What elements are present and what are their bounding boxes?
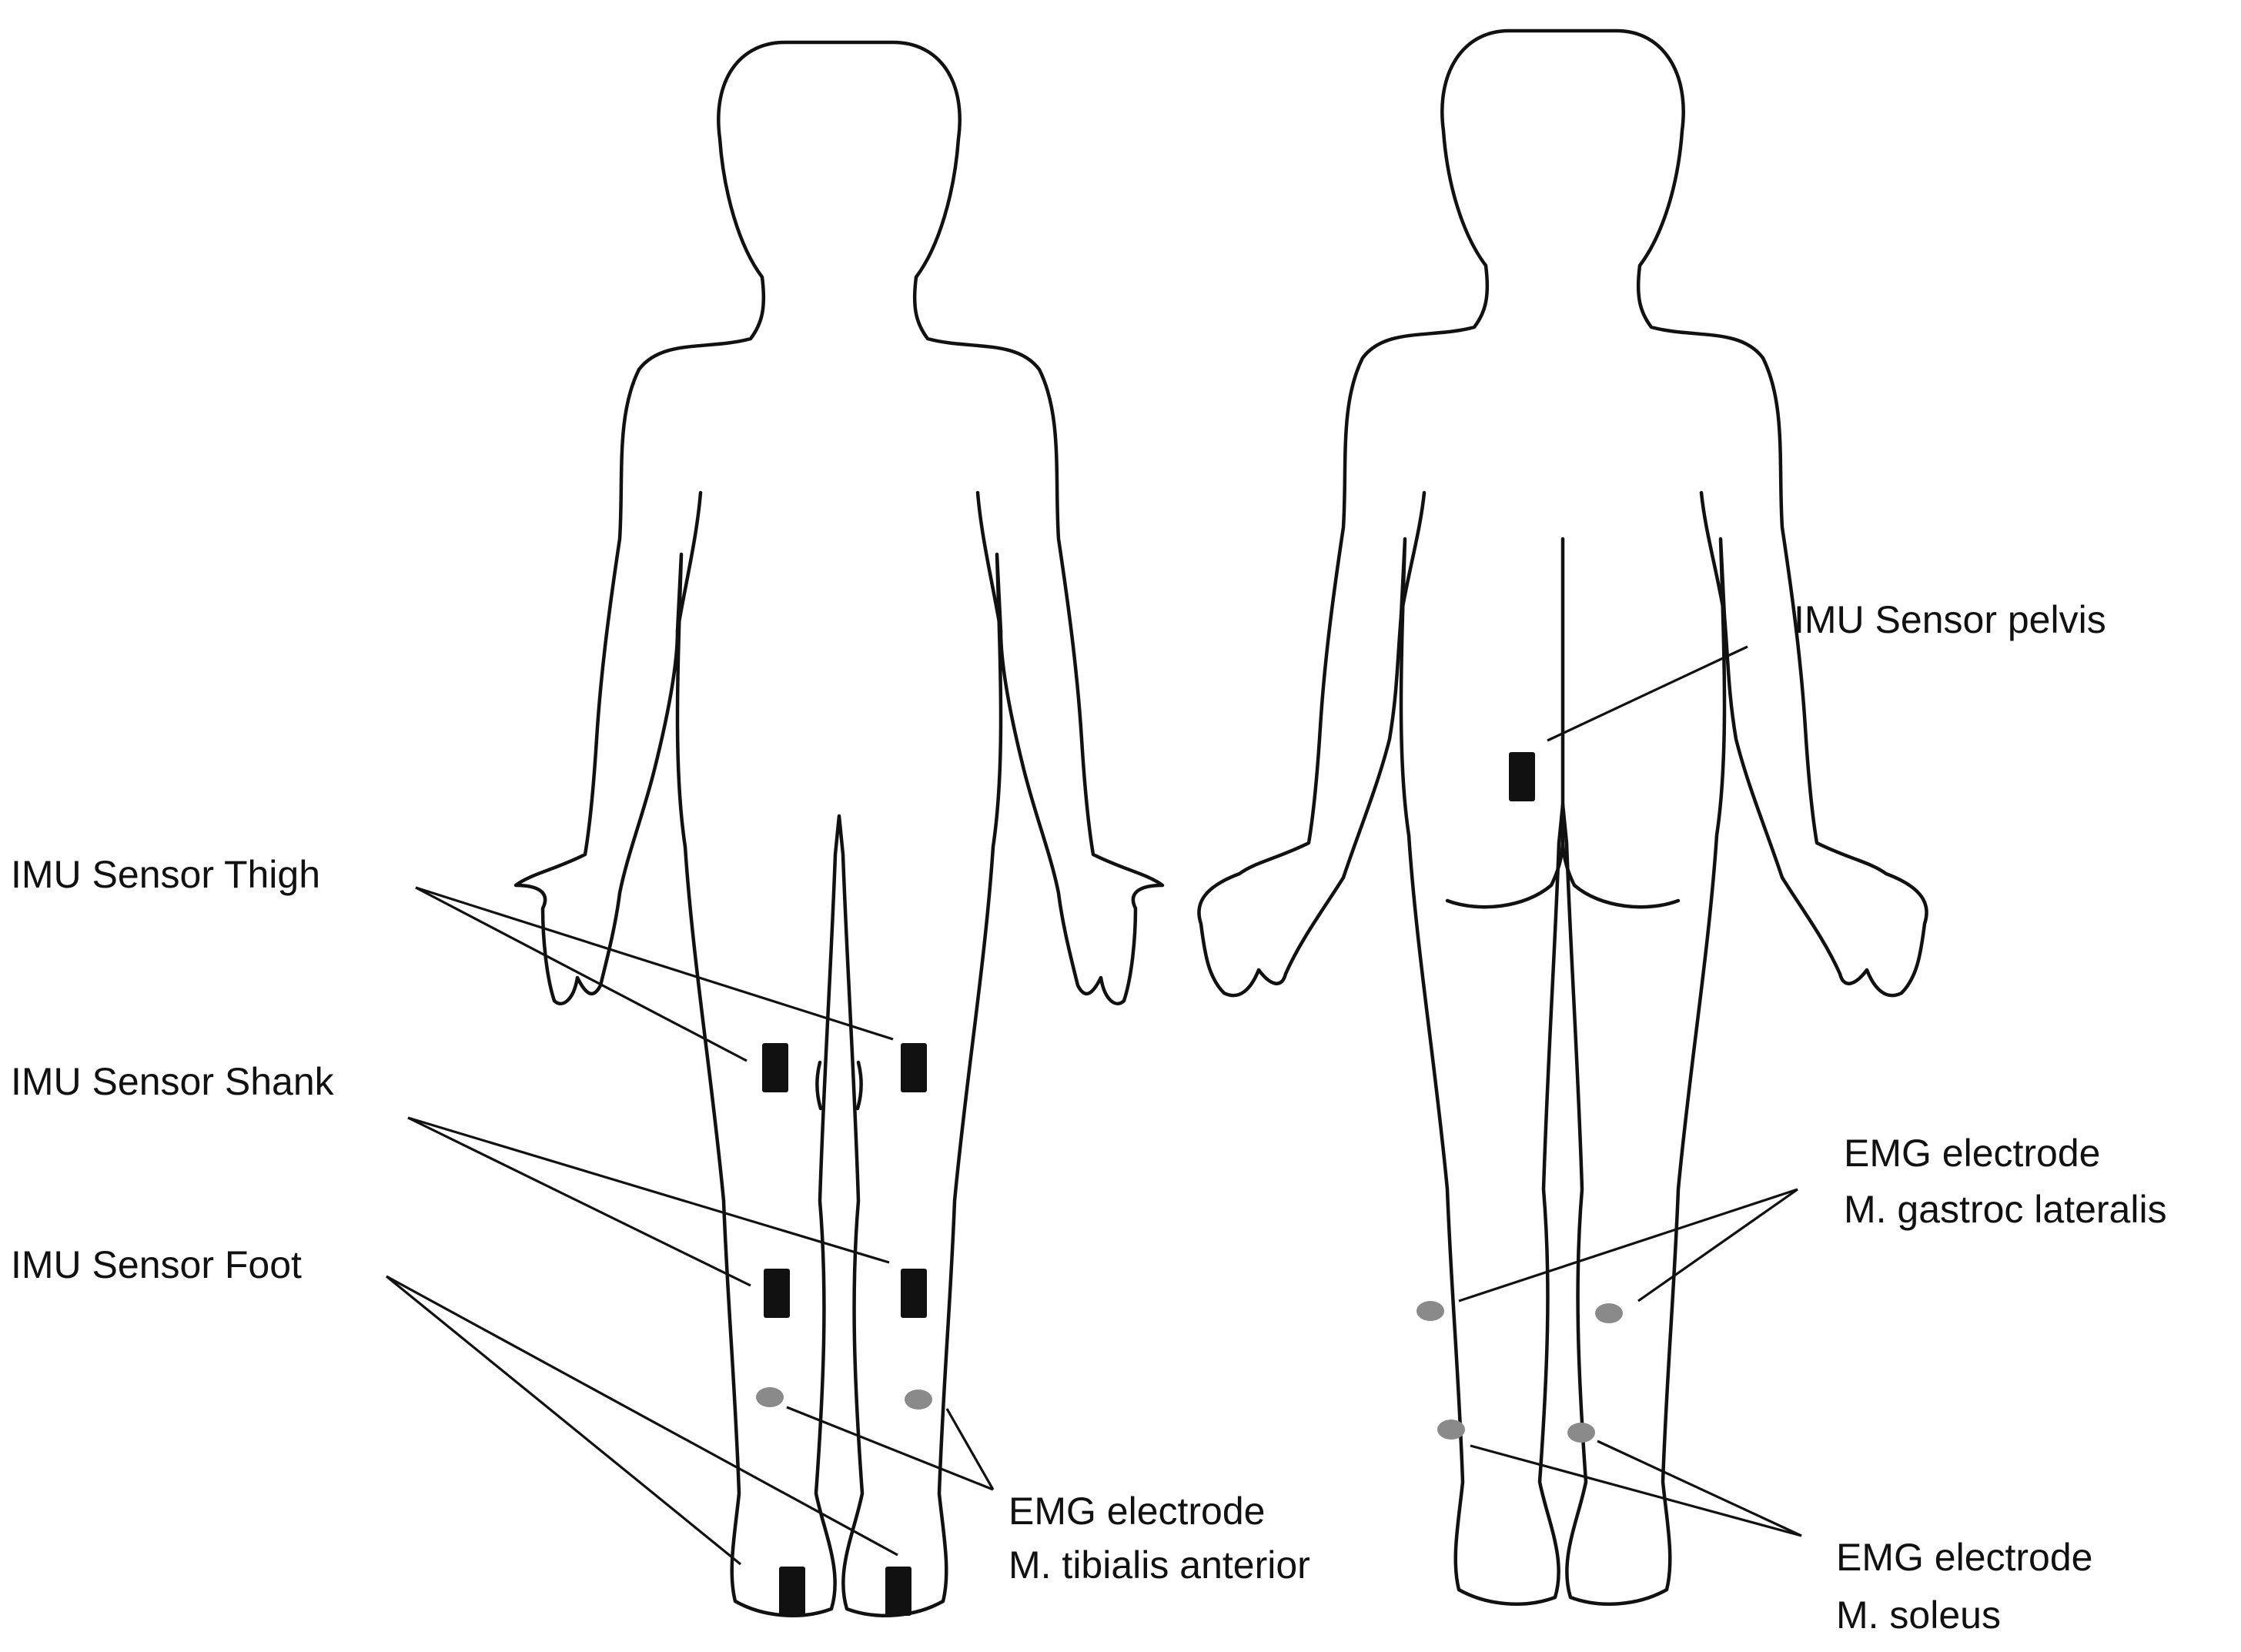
emg-electrode-soleus-right	[1567, 1423, 1595, 1443]
emg-electrode-soleus-left	[1437, 1420, 1465, 1440]
imu-sensor-pelvis	[1509, 752, 1535, 801]
leader-foot-right	[386, 1275, 898, 1557]
label-imu-foot: IMU Sensor Foot	[11, 1243, 302, 1286]
imu-sensors	[762, 752, 1535, 1616]
leader-lines	[385, 645, 1802, 1566]
leader-tibialis-left	[786, 1406, 994, 1491]
label-emg-gastroc-line2: M. gastroc lateralis	[1844, 1188, 2167, 1231]
front-armpit-left	[675, 490, 703, 634]
back-body-outline	[1197, 28, 1928, 1606]
back-body-figure	[1197, 28, 1928, 1606]
emg-electrode-gastroc-left	[1417, 1301, 1444, 1321]
imu-sensor-foot-left	[779, 1567, 805, 1616]
leader-pelvis	[1547, 645, 1748, 742]
leader-gastroc-left	[1458, 1188, 1798, 1303]
front-body-figure	[513, 40, 1165, 1617]
front-armpit-right	[975, 490, 1003, 634]
leader-soleus-right	[1597, 1440, 1802, 1537]
imu-sensor-shank-left	[764, 1269, 790, 1318]
back-scapula-right	[1699, 490, 1727, 618]
imu-sensor-foot-right	[885, 1567, 911, 1616]
emg-electrodes	[756, 1301, 1623, 1443]
front-knee-right	[855, 1060, 863, 1111]
leader-foot-left	[385, 1275, 742, 1566]
back-scapula-left	[1399, 490, 1427, 618]
emg-electrode-gastroc-right	[1595, 1303, 1623, 1323]
label-imu-pelvis: IMU Sensor pelvis	[1794, 598, 2106, 641]
leader-thigh-left	[415, 886, 748, 1062]
leader-gastroc-right	[1637, 1188, 1798, 1303]
label-imu-shank: IMU Sensor Shank	[11, 1060, 335, 1103]
label-emg-soleus-line1: EMG electrode	[1836, 1536, 2092, 1579]
leader-shank-right	[407, 1116, 890, 1264]
imu-sensor-thigh-right	[901, 1043, 927, 1092]
leader-tibialis-right	[945, 1408, 995, 1490]
label-emg-tibialis-line1: EMG electrode	[1008, 1490, 1265, 1533]
leader-thigh-right	[415, 886, 894, 1041]
emg-electrode-tibialis-left	[756, 1387, 784, 1407]
front-knee-left	[815, 1060, 823, 1111]
imu-sensor-thigh-left	[762, 1043, 788, 1092]
front-body-outline	[513, 40, 1165, 1617]
label-emg-gastroc-line1: EMG electrode	[1844, 1132, 2100, 1175]
label-emg-tibialis-line2: M. tibialis anterior	[1008, 1543, 1310, 1587]
leader-shank-left	[407, 1116, 751, 1287]
back-buttocks-line	[1445, 837, 1681, 909]
label-imu-thigh: IMU Sensor Thigh	[11, 853, 320, 896]
leader-soleus-left	[1470, 1444, 1802, 1537]
label-emg-soleus-line2: M. soleus	[1836, 1593, 2001, 1637]
imu-sensor-shank-right	[901, 1269, 927, 1318]
labels: IMU Sensor Thigh IMU Sensor Shank IMU Se…	[11, 598, 2167, 1637]
emg-electrode-tibialis-right	[905, 1389, 932, 1410]
